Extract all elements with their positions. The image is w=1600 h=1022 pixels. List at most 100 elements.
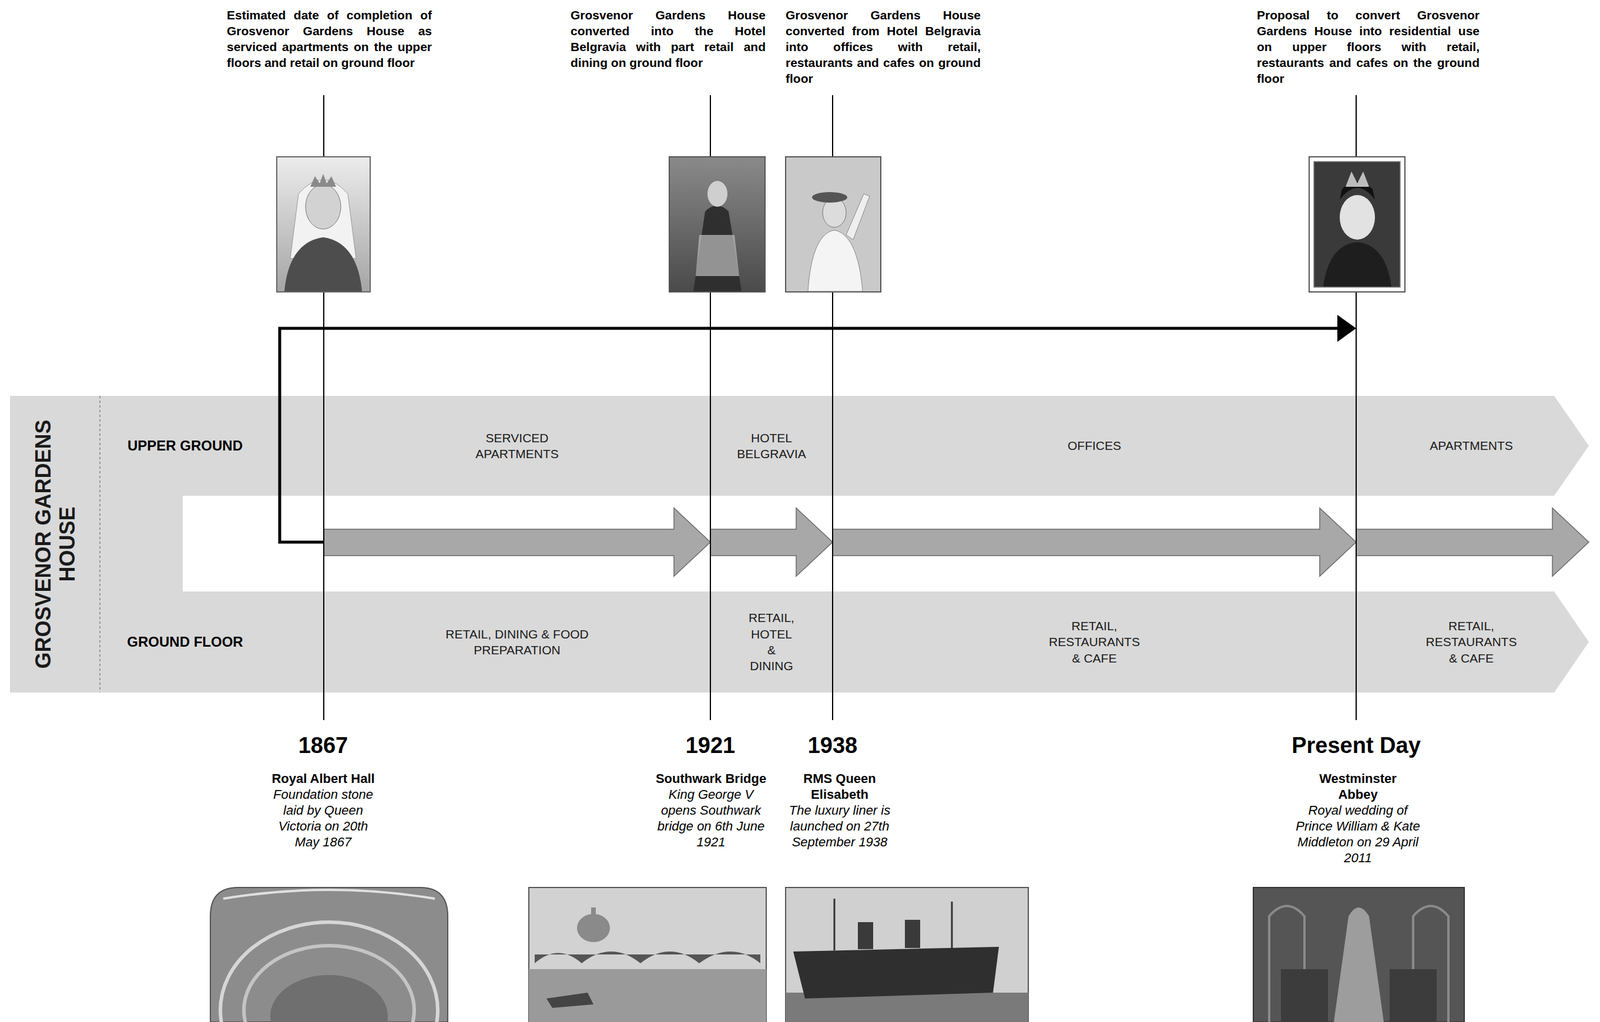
band-label-area: GROUND FLOOR — [99, 591, 271, 693]
portrait-frame — [1309, 156, 1405, 293]
photo-mast — [951, 901, 954, 949]
portrait-frame — [785, 156, 881, 293]
portrait-hat — [812, 192, 848, 203]
portrait-figure — [1323, 242, 1392, 287]
floor-band: GROUND FLOOR RETAIL, DINING & FOOD PREPAR… — [99, 591, 1589, 693]
event-note: Proposal to convert Grosvenor Gardens Ho… — [1256, 7, 1480, 87]
period-arrow — [832, 508, 1357, 577]
use-period: RETAIL, DINING & FOOD PREPARATION — [323, 591, 711, 693]
portrait-inner-frame — [1313, 161, 1401, 288]
bracket-arrow — [279, 328, 1341, 543]
label-area: RMS Queen Elisabeth — [783, 770, 896, 803]
use-text: OFFICES — [1067, 437, 1122, 454]
photo-arena — [270, 975, 388, 1022]
photo-hull — [793, 947, 999, 999]
use-text: HOTEL BELGRAVIA — [736, 430, 806, 463]
portrait-figure — [807, 230, 863, 292]
portrait-head — [707, 180, 728, 207]
photo-aisle — [1333, 907, 1384, 1022]
year-label: 1921 — [592, 732, 828, 759]
event-title: RMS Queen Elisabeth — [783, 770, 896, 803]
use-text: RETAIL, HOTEL & DINING — [748, 609, 795, 674]
label-area: Proposal to convert Grosvenor Gardens Ho… — [1256, 7, 1480, 87]
label-area: Royal wedding of Prince William & Kate M… — [1293, 802, 1422, 867]
event-description: King George V opens Southwark bridge on … — [654, 786, 768, 851]
use-text: RETAIL, DINING & FOOD PREPARATION — [437, 626, 597, 659]
portrait-crown — [310, 173, 337, 187]
title-text: GROSVENOR GARDENS HOUSE — [30, 403, 80, 686]
photo-funnel — [904, 920, 921, 949]
label-area: Southwark Bridge — [648, 770, 775, 787]
event-title: Westminster Abbey — [1310, 770, 1405, 803]
event-note: Estimated date of completion of Grosveno… — [226, 7, 432, 71]
use-text: APARTMENTS — [1429, 437, 1514, 454]
year-label: 1867 — [205, 732, 441, 759]
title-column: GROSVENOR GARDENS HOUSE — [9, 396, 100, 693]
floor-label: UPPER GROUND — [127, 437, 243, 455]
portrait-crown — [1345, 171, 1370, 187]
photo-boat — [546, 993, 594, 1009]
use-period: RETAIL, RESTAURANTS & CAFE — [832, 591, 1357, 693]
floor-bands — [9, 396, 1589, 693]
photo-liner — [785, 887, 1029, 1022]
photo-bridge — [528, 887, 767, 1022]
event-note: Grosvenor Gardens House converted from H… — [785, 7, 981, 87]
use-period: APARTMENTS — [1356, 396, 1587, 496]
photo-funnel — [857, 922, 874, 950]
event-description: The luxury liner is launched on 27th Sep… — [779, 802, 901, 851]
portrait-frame — [276, 156, 371, 293]
event-title: Southwark Bridge — [648, 770, 775, 787]
event-title: Royal Albert Hall — [246, 770, 400, 787]
year-label: Present Day — [1238, 732, 1474, 759]
label-area: King George V opens Southwark bridge on … — [654, 786, 768, 851]
portrait-head — [305, 184, 341, 230]
period-arrow — [323, 508, 711, 577]
photo-mast — [833, 899, 836, 951]
label-area: Present Day — [1238, 732, 1474, 759]
floor-label: GROUND FLOOR — [126, 634, 243, 651]
use-period: HOTEL BELGRAVIA — [710, 396, 833, 496]
label-area: Estimated date of completion of Grosveno… — [226, 7, 432, 71]
portrait-robe — [695, 235, 740, 277]
label-area: Westminster Abbey — [1310, 770, 1405, 803]
event-description: Foundation stone laid by Queen Victoria … — [270, 786, 377, 851]
event-note: Grosvenor Gardens House converted into t… — [570, 7, 766, 71]
photo-tier — [243, 946, 415, 1022]
year-label: 1938 — [715, 732, 951, 759]
label-area: Grosvenor Gardens House converted from H… — [785, 7, 981, 87]
use-period: SERVICED APARTMENTS — [323, 396, 711, 496]
use-text: RETAIL, RESTAURANTS & CAFE — [1048, 618, 1140, 667]
label-area: The luxury liner is launched on 27th Sep… — [779, 802, 901, 851]
portrait-head — [1339, 195, 1375, 240]
floor-band: UPPER GROUND SERVICED APARTMENTS HOTEL BEL… — [99, 396, 1589, 496]
use-period: OFFICES — [832, 396, 1357, 496]
photo-river — [528, 969, 767, 1022]
portrait-figure — [693, 205, 742, 292]
period-arrow — [1356, 508, 1589, 577]
label-area: Foundation stone laid by Queen Victoria … — [270, 786, 377, 851]
photo-crowd — [1389, 969, 1437, 1022]
photo-lantern — [591, 907, 596, 917]
photo-abbey — [1253, 887, 1465, 1022]
label-area: 1867 — [205, 732, 441, 759]
period-arrow — [710, 508, 833, 577]
label-area: Royal Albert Hall — [246, 770, 400, 787]
label-area: 1938 — [715, 732, 951, 759]
photo-bridge-span — [534, 951, 761, 964]
label-area: Grosvenor Gardens House converted into t… — [570, 7, 766, 71]
photo-dome — [223, 890, 435, 900]
photo-dome — [577, 914, 610, 943]
use-period: RETAIL, RESTAURANTS & CAFE — [1356, 591, 1587, 693]
portrait-frame — [669, 156, 766, 293]
photo-crowd — [1280, 969, 1328, 1022]
use-period: RETAIL, HOTEL & DINING — [710, 591, 833, 693]
use-text: SERVICED APARTMENTS — [475, 430, 559, 463]
label-area: 1921 — [592, 732, 828, 759]
use-text: RETAIL, RESTAURANTS & CAFE — [1426, 618, 1518, 667]
photo-tier — [220, 922, 438, 1022]
dashed-divider — [99, 396, 101, 693]
event-description: Royal wedding of Prince William & Kate M… — [1293, 802, 1422, 867]
bracket-arrowhead — [1337, 314, 1357, 342]
